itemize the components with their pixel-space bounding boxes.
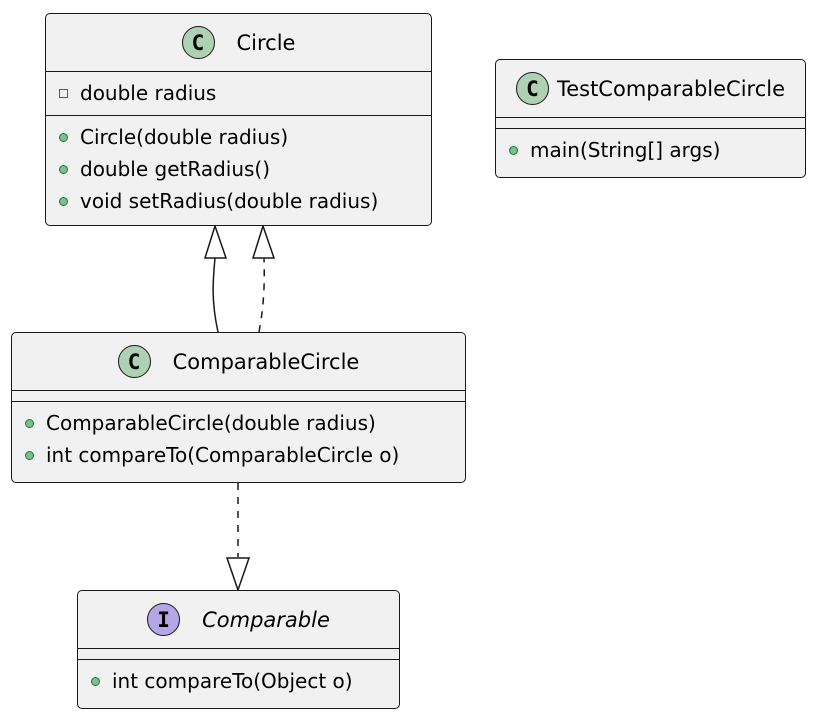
class-header: C Circle	[46, 14, 431, 71]
interface-comparable[interactable]: I Comparable int compareTo(Object o)	[77, 590, 400, 709]
class-stereotype-icon: C	[117, 345, 151, 378]
class-comparable-circle[interactable]: C ComparableCircle ComparableCircle(doub…	[11, 332, 466, 483]
public-visibility-icon	[59, 132, 68, 142]
class-name: Circle	[236, 30, 296, 55]
class-test-comparable-circle[interactable]: C TestComparableCircle main(String[] arg…	[495, 59, 806, 178]
realization-arrowhead-circle	[251, 223, 276, 259]
method-text: main(String[] args)	[530, 138, 721, 162]
public-visibility-icon	[59, 196, 68, 206]
class-header: I Comparable	[78, 591, 399, 648]
extends-edge	[212, 257, 219, 333]
public-visibility-icon	[91, 676, 100, 686]
fields-section: double radius	[46, 71, 431, 115]
class-header: C TestComparableCircle	[496, 60, 805, 117]
public-visibility-icon	[25, 450, 34, 460]
methods-section: main(String[] args)	[496, 128, 805, 172]
realization-edge-circle	[258, 257, 265, 333]
interface-stereotype-icon: I	[147, 603, 181, 636]
extends-arrowhead	[203, 223, 228, 259]
method-row: ComparableCircle(double radius)	[12, 407, 465, 439]
methods-section: int compareTo(Object o)	[78, 659, 399, 703]
method-row: main(String[] args)	[496, 134, 805, 166]
class-header: C ComparableCircle	[12, 333, 465, 390]
class-circle[interactable]: C Circle double radius Circle(double rad…	[45, 13, 432, 226]
fields-section	[12, 390, 465, 401]
public-visibility-icon	[25, 418, 34, 428]
fields-section	[78, 648, 399, 659]
interface-name: Comparable	[202, 607, 330, 632]
private-visibility-icon	[59, 88, 68, 98]
method-row: int compareTo(Object o)	[78, 665, 399, 697]
realization-arrowhead-comparable	[225, 557, 251, 593]
methods-section: ComparableCircle(double radius) int comp…	[12, 401, 465, 477]
method-row: void setRadius(double radius)	[46, 185, 431, 217]
field-row: double radius	[46, 77, 431, 109]
method-text: double getRadius()	[80, 157, 271, 181]
method-text: void setRadius(double radius)	[80, 189, 379, 213]
methods-section: Circle(double radius) double getRadius()…	[46, 115, 431, 223]
method-row: Circle(double radius)	[46, 121, 431, 153]
public-visibility-icon	[59, 164, 68, 174]
class-name: TestComparableCircle	[556, 76, 786, 101]
class-stereotype-icon: C	[515, 72, 549, 105]
method-text: int compareTo(ComparableCircle o)	[46, 443, 400, 467]
field-text: double radius	[80, 81, 217, 105]
method-text: int compareTo(Object o)	[112, 669, 353, 693]
class-stereotype-icon: C	[181, 26, 215, 59]
method-row: double getRadius()	[46, 153, 431, 185]
public-visibility-icon	[509, 145, 518, 155]
class-name: ComparableCircle	[172, 349, 360, 374]
method-text: Circle(double radius)	[80, 125, 289, 149]
method-row: int compareTo(ComparableCircle o)	[12, 439, 465, 471]
fields-section	[496, 117, 805, 128]
method-text: ComparableCircle(double radius)	[46, 411, 376, 435]
